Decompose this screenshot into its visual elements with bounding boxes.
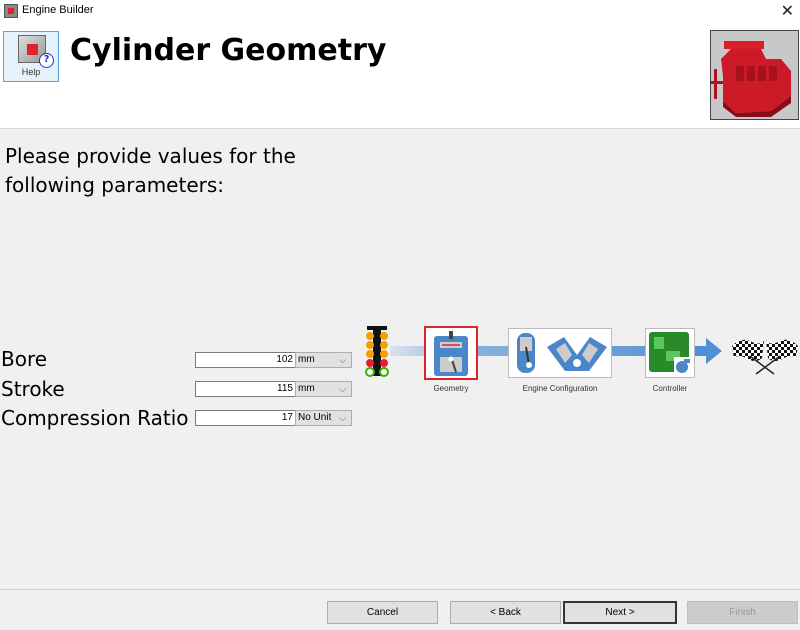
compression-ratio-unit-value: No Unit bbox=[298, 412, 332, 423]
app-icon bbox=[4, 4, 18, 18]
compression-ratio-unit-select[interactable]: No Unit ⌵ bbox=[295, 410, 352, 426]
step-geometry[interactable] bbox=[424, 326, 478, 380]
engine-configuration-icon bbox=[517, 333, 607, 373]
cancel-button[interactable]: Cancel bbox=[327, 601, 438, 624]
step-controller-label: Controller bbox=[652, 384, 688, 393]
step-controller[interactable] bbox=[645, 328, 695, 378]
finish-flags-icon bbox=[732, 339, 798, 375]
step-engine-configuration-label: Engine Configuration bbox=[522, 384, 598, 393]
controller-icon bbox=[649, 332, 692, 375]
chevron-down-icon: ⌵ bbox=[339, 413, 346, 423]
arrow-right-icon bbox=[694, 338, 722, 364]
next-button[interactable]: Next > bbox=[563, 601, 677, 624]
finish-button[interactable]: Finish bbox=[687, 601, 798, 624]
chevron-down-icon: ⌵ bbox=[339, 384, 346, 394]
title-bar: Engine Builder ✕ bbox=[0, 0, 800, 22]
stroke-label: Stroke bbox=[1, 377, 65, 401]
chevron-down-icon: ⌵ bbox=[339, 355, 346, 365]
page-title: Cylinder Geometry bbox=[70, 33, 387, 68]
stroke-unit-select[interactable]: mm ⌵ bbox=[295, 381, 352, 397]
back-button[interactable]: < Back bbox=[450, 601, 561, 624]
engine-icon bbox=[710, 30, 799, 120]
stroke-unit-value: mm bbox=[298, 383, 315, 394]
help-label: Help bbox=[21, 67, 41, 77]
bore-unit-select[interactable]: mm ⌵ bbox=[295, 352, 352, 368]
start-lights-icon bbox=[365, 326, 389, 377]
help-cube-icon bbox=[18, 35, 46, 63]
step-engine-configuration[interactable] bbox=[508, 328, 612, 378]
compression-ratio-input[interactable]: 17 bbox=[195, 410, 295, 426]
window-title: Engine Builder bbox=[22, 4, 94, 16]
stroke-input[interactable]: 115 bbox=[195, 381, 295, 397]
header: ? Help Cylinder Geometry bbox=[0, 22, 800, 129]
close-icon[interactable]: ✕ bbox=[780, 1, 794, 20]
bore-label: Bore bbox=[1, 347, 48, 371]
footer-divider bbox=[0, 589, 800, 590]
bore-input[interactable]: 102 bbox=[195, 352, 295, 368]
bore-unit-value: mm bbox=[298, 354, 315, 365]
geometry-icon bbox=[434, 331, 468, 376]
help-button[interactable]: ? Help bbox=[3, 31, 59, 82]
step-geometry-label: Geometry bbox=[433, 384, 469, 393]
question-icon: ? bbox=[39, 53, 54, 68]
compression-ratio-label: Compression Ratio bbox=[1, 406, 189, 430]
instruction-text: Please provide values for the following … bbox=[5, 144, 296, 197]
